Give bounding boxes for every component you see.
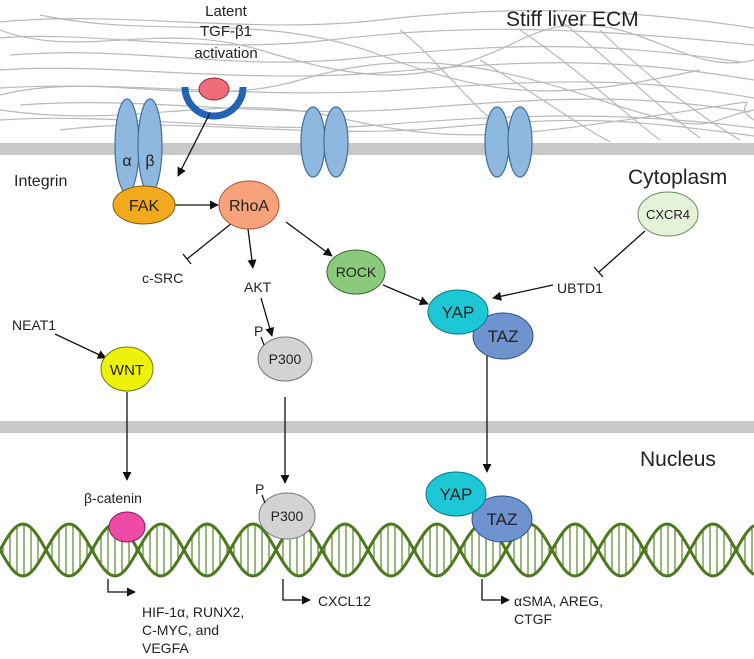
rock-label: ROCK xyxy=(336,264,377,280)
transcription-arrow-yap xyxy=(481,579,510,605)
p300-nuclear-node xyxy=(258,492,316,540)
inhibit-rhoa-csrc xyxy=(186,222,233,260)
fak-node xyxy=(112,185,176,225)
inhibit-rhoa-csrc-bar xyxy=(182,253,192,265)
integrin-beta-subunit xyxy=(137,98,163,194)
target-genes-p300: CXCL12 xyxy=(318,593,371,609)
p300-phospho-label: P xyxy=(254,323,263,339)
wnt-label: WNT xyxy=(110,362,144,379)
plasma-membrane xyxy=(0,143,754,155)
cxcr4-node xyxy=(637,191,699,237)
arrow-rhoa-to-akt xyxy=(247,228,257,269)
target-genes-yap-line-1: αSMA, AREG, xyxy=(514,593,603,609)
taz-label: TAZ xyxy=(488,327,519,346)
region-label-nucleus: Nucleus xyxy=(640,448,716,471)
arrow-rock-to-yap xyxy=(382,284,429,306)
arrow-rhoa-to-rock xyxy=(285,221,333,257)
transcription-arrow-wnt xyxy=(107,579,136,597)
p300-phospho-link xyxy=(260,336,265,346)
integrin-label: Integrin xyxy=(14,173,67,190)
target-genes-wnt-line-3: VEGFA xyxy=(142,640,189,656)
arrow-tgf-to-fak xyxy=(177,112,211,177)
arrow-neat1-to-wnt xyxy=(54,333,107,359)
target-genes-wnt-line-1: HIF-1α, RUNX2, xyxy=(142,604,244,620)
tgf-receptor xyxy=(181,86,247,120)
akt-label: AKT xyxy=(244,279,272,295)
p300-nuclear-phospho-link xyxy=(261,494,266,504)
yap-nuclear-label: YAP xyxy=(440,485,473,504)
p300-nuclear-label: P300 xyxy=(271,508,304,524)
yap-node xyxy=(427,289,489,335)
inhibit-cxcr4-ubtd1 xyxy=(598,230,646,273)
arrow-akt-to-p300 xyxy=(260,297,275,337)
nuclear-membrane xyxy=(0,421,754,433)
ubtd1-label: UBTD1 xyxy=(557,280,603,296)
target-genes-yap-line-2: CTGF xyxy=(514,611,552,627)
rhoa-node xyxy=(218,180,280,230)
integrin-alpha-subunit xyxy=(114,98,140,194)
taz-nuclear-node xyxy=(471,495,533,543)
yap-nuclear-node xyxy=(425,471,487,517)
activation-label-line-3: activation xyxy=(194,45,257,62)
rock-node xyxy=(326,249,386,295)
activation-label-line-2: TGF-β1 xyxy=(200,23,252,40)
bcatenin-label: β-catenin xyxy=(84,490,142,506)
cxcr4-label: CXCR4 xyxy=(646,207,690,222)
ecm-fibers xyxy=(0,9,754,143)
csrc-label: c-SRC xyxy=(142,270,183,286)
p300-nuclear-phospho-label: P xyxy=(255,481,264,497)
region-label-ecm: Stiff liver ECM xyxy=(506,8,639,31)
rhoa-label: RhoA xyxy=(229,198,269,215)
region-label-cytoplasm: Cytoplasm xyxy=(628,166,727,189)
transcription-arrow-p300 xyxy=(282,579,311,605)
integrin-beta-label: β xyxy=(145,153,154,170)
fak-label: FAK xyxy=(129,198,160,215)
target-genes-wnt-line-2: C-MYC, and xyxy=(142,622,219,638)
p300-label: P300 xyxy=(269,351,302,367)
integrin-alpha-label: α xyxy=(122,153,131,170)
p300-node xyxy=(257,336,313,382)
inhibit-cxcr4-ubtd1-bar xyxy=(593,266,604,278)
bcatenin-node xyxy=(108,511,146,543)
wnt-node xyxy=(100,346,154,392)
activation-label-line-1: Latent xyxy=(205,3,248,20)
integrin: α β xyxy=(114,98,163,194)
membrane-receptor-middle xyxy=(300,106,349,178)
taz-node xyxy=(472,312,534,360)
yap-label: YAP xyxy=(442,303,475,322)
neat1-label: NEAT1 xyxy=(12,317,56,333)
taz-nuclear-label: TAZ xyxy=(487,510,518,529)
arrow-ubtd1-to-yap xyxy=(492,284,554,301)
membrane-receptor-right xyxy=(484,106,533,178)
tgf-beta1-ligand xyxy=(198,77,230,101)
